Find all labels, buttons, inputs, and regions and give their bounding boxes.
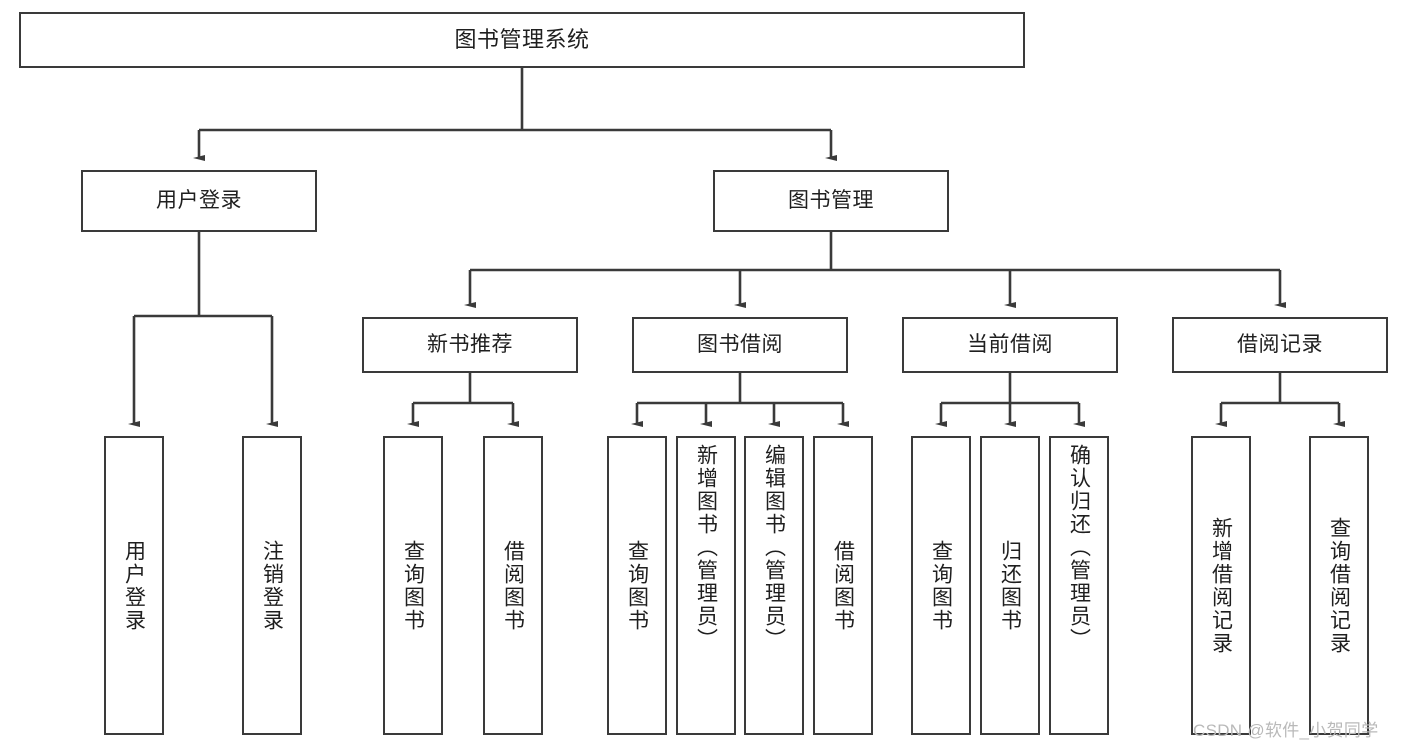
node-leaf-borrow-book-recommend[interactable]: 借阅图书 <box>483 436 543 735</box>
node-leaf-borrow-book[interactable]: 借阅图书 <box>813 436 873 735</box>
node-label: 新增借阅记录 <box>1209 516 1233 655</box>
node-label: 新增图书（管理员） <box>694 444 718 651</box>
node-leaf-query-book-borrow[interactable]: 查询图书 <box>607 436 667 735</box>
node-user-login[interactable]: 用户登录 <box>81 170 317 232</box>
node-label: 新书推荐 <box>427 333 513 357</box>
node-book-borrow[interactable]: 图书借阅 <box>632 317 848 373</box>
node-borrow-record[interactable]: 借阅记录 <box>1172 317 1388 373</box>
node-label: 用户登录 <box>156 189 242 213</box>
node-leaf-user-login[interactable]: 用户登录 <box>104 436 164 735</box>
node-leaf-query-book-recommend[interactable]: 查询图书 <box>383 436 443 735</box>
node-leaf-confirm-return[interactable]: 确认归还（管理员） <box>1049 436 1109 735</box>
node-label: 借阅图书 <box>501 539 525 632</box>
node-leaf-return-book[interactable]: 归还图书 <box>980 436 1040 735</box>
node-label: 查询借阅记录 <box>1327 516 1351 655</box>
node-new-book-recommend[interactable]: 新书推荐 <box>362 317 578 373</box>
node-leaf-logout[interactable]: 注销登录 <box>242 436 302 735</box>
node-label: 注销登录 <box>260 539 284 632</box>
node-label: 查询图书 <box>929 539 953 632</box>
node-label: 图书借阅 <box>697 333 783 357</box>
node-label: 借阅记录 <box>1237 333 1323 357</box>
node-label: 编辑图书（管理员） <box>762 444 786 651</box>
node-label: 查询图书 <box>401 539 425 632</box>
node-current-borrow[interactable]: 当前借阅 <box>902 317 1118 373</box>
node-label: 归还图书 <box>998 539 1022 632</box>
node-book-manage[interactable]: 图书管理 <box>713 170 949 232</box>
node-leaf-query-record[interactable]: 查询借阅记录 <box>1309 436 1369 735</box>
node-label: 查询图书 <box>625 539 649 632</box>
node-leaf-edit-book[interactable]: 编辑图书（管理员） <box>744 436 804 735</box>
node-label: 图书管理系统 <box>454 26 590 52</box>
node-leaf-add-book[interactable]: 新增图书（管理员） <box>676 436 736 735</box>
node-leaf-add-record[interactable]: 新增借阅记录 <box>1191 436 1251 735</box>
node-root-book-management-system[interactable]: 图书管理系统 <box>19 12 1025 68</box>
node-label: 确认归还（管理员） <box>1067 444 1091 651</box>
node-label: 用户登录 <box>122 539 146 632</box>
node-label: 当前借阅 <box>967 333 1053 357</box>
csdn-watermark: CSDN @软件_小贺同学 <box>1193 721 1379 740</box>
node-label: 图书管理 <box>788 189 874 213</box>
node-label: 借阅图书 <box>831 539 855 632</box>
node-leaf-query-book-current[interactable]: 查询图书 <box>911 436 971 735</box>
